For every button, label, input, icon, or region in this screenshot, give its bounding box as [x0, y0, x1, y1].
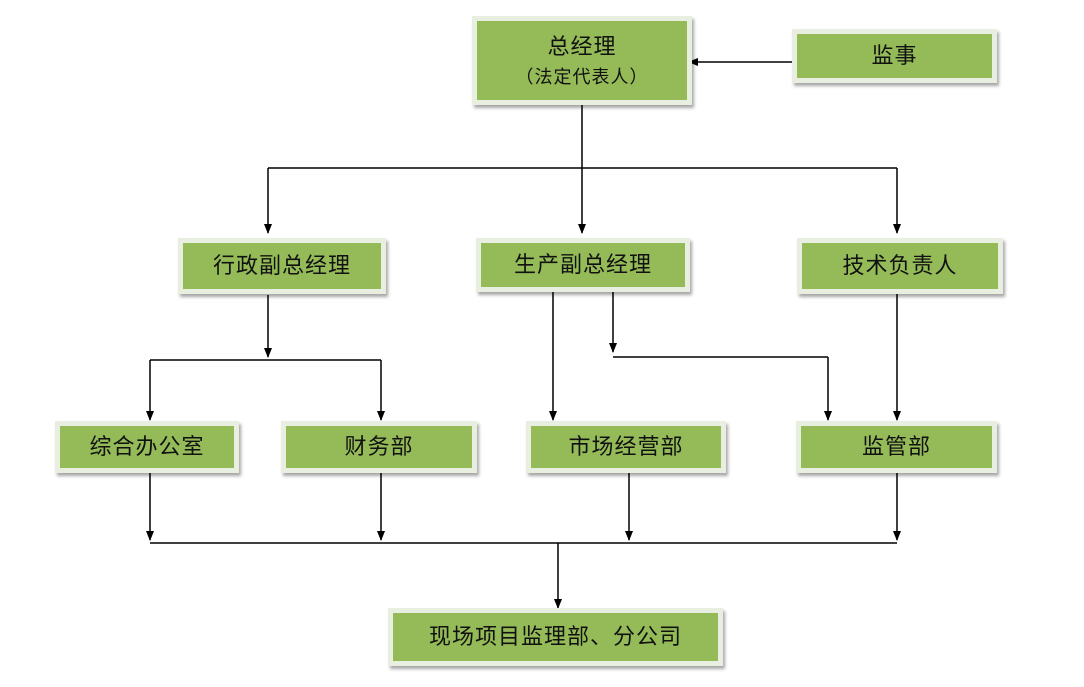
node-marketing-dept: 市场经营部 — [526, 421, 726, 473]
node-site-dept-label: 现场项目监理部、分公司 — [428, 624, 682, 650]
node-general-office: 综合办公室 — [55, 421, 239, 473]
node-supervision-dept: 监管部 — [796, 421, 997, 473]
node-tech-lead-label: 技术负责人 — [842, 253, 958, 279]
node-admin-vp: 行政副总经理 — [178, 238, 386, 294]
node-marketing-dept-label: 市场经营部 — [568, 434, 684, 460]
node-general-manager: 总经理 （法定代表人） — [472, 16, 692, 105]
node-supervision-dept-label: 监管部 — [861, 434, 931, 460]
node-general-manager-title: 总经理 — [547, 34, 617, 60]
node-admin-vp-label: 行政副总经理 — [212, 253, 351, 279]
node-supervisor-label: 监事 — [871, 43, 918, 69]
node-production-vp: 生产副总经理 — [476, 238, 690, 292]
node-finance-dept: 财务部 — [281, 421, 477, 473]
node-finance-dept-label: 财务部 — [344, 434, 414, 460]
node-tech-lead: 技术负责人 — [797, 238, 1003, 294]
node-general-office-label: 综合办公室 — [89, 434, 205, 460]
node-production-vp-label: 生产副总经理 — [513, 252, 652, 278]
node-supervisor: 监事 — [792, 29, 997, 83]
node-site-dept: 现场项目监理部、分公司 — [388, 608, 723, 666]
node-general-manager-subtitle: （法定代表人） — [515, 66, 649, 88]
